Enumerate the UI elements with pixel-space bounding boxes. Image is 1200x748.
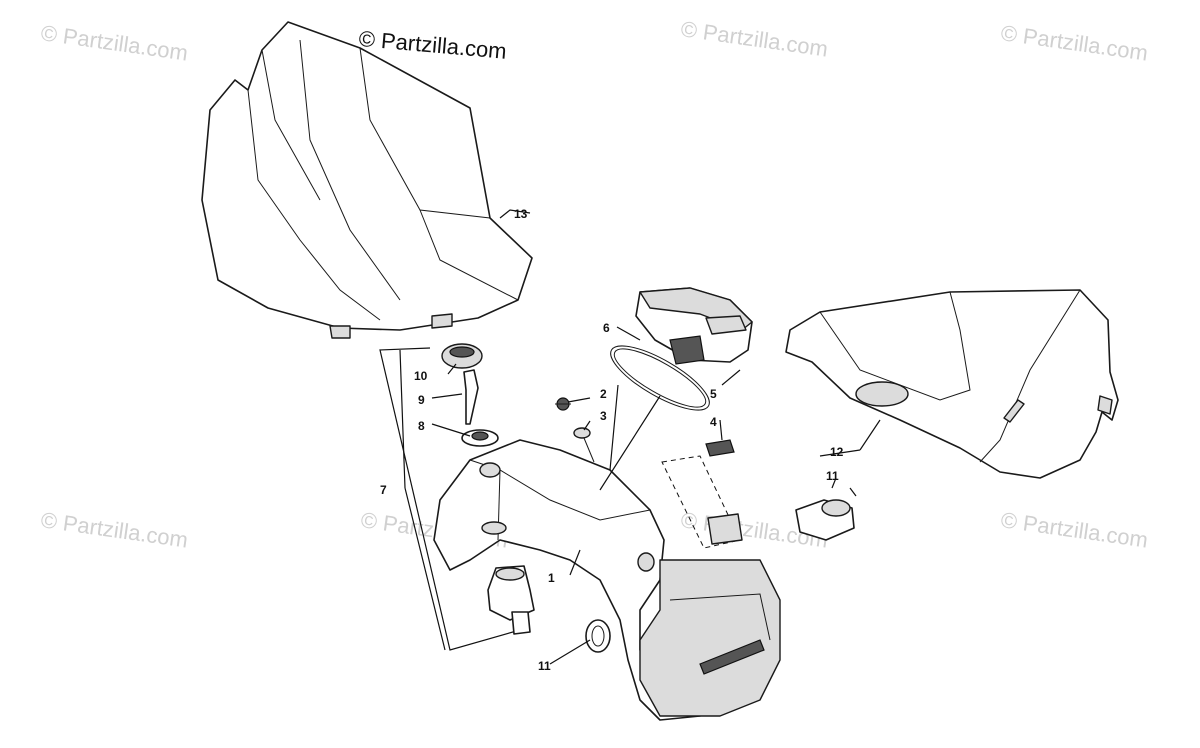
part-13-windshield <box>201 21 533 339</box>
part-11-retaining-nut <box>585 619 611 653</box>
part-12-right-cover <box>785 289 1119 479</box>
callout-9: 9 <box>418 393 425 407</box>
callouts: 13 6 5 2 3 4 10 9 8 7 1 11 11 12 <box>380 207 844 673</box>
callout-10: 10 <box>414 369 428 383</box>
callout-6: 6 <box>603 321 610 335</box>
part-4-connector <box>705 439 735 457</box>
part-10-key-cap <box>441 343 483 369</box>
callout-8: 8 <box>418 419 425 433</box>
callout-4: 4 <box>710 415 717 429</box>
part-3-screw <box>573 427 595 463</box>
part-8-bezel <box>461 429 499 447</box>
callout-1: 1 <box>548 571 555 585</box>
callout-13: 13 <box>514 207 528 221</box>
watermark-2: © Partzilla.com <box>679 16 829 61</box>
part-1-console <box>433 439 781 721</box>
watermark-3: © Partzilla.com <box>999 20 1149 65</box>
watermark-7: © Partzilla.com <box>999 507 1149 552</box>
callout-7: 7 <box>380 483 387 497</box>
callout-3: 3 <box>600 409 607 423</box>
part-6-seal-ring <box>610 345 710 411</box>
bracket <box>661 455 743 549</box>
callout-2: 2 <box>600 387 607 401</box>
part-11-accessory-socket <box>795 499 855 541</box>
callout-12: 12 <box>830 445 844 459</box>
part-9-key <box>463 369 479 425</box>
part-7-ignition-assembly <box>379 343 535 651</box>
part-5-gauge <box>635 287 753 365</box>
watermark-1: © Partzilla.com <box>39 20 189 65</box>
watermark-4: © Partzilla.com <box>39 507 189 552</box>
ignition-switch <box>487 565 535 635</box>
callout-5: 5 <box>710 387 717 401</box>
callout-11-nut: 11 <box>538 659 551 673</box>
callout-11-socket: 11 <box>826 469 839 483</box>
leader-lines <box>399 209 881 665</box>
part-2-nut <box>555 397 571 411</box>
